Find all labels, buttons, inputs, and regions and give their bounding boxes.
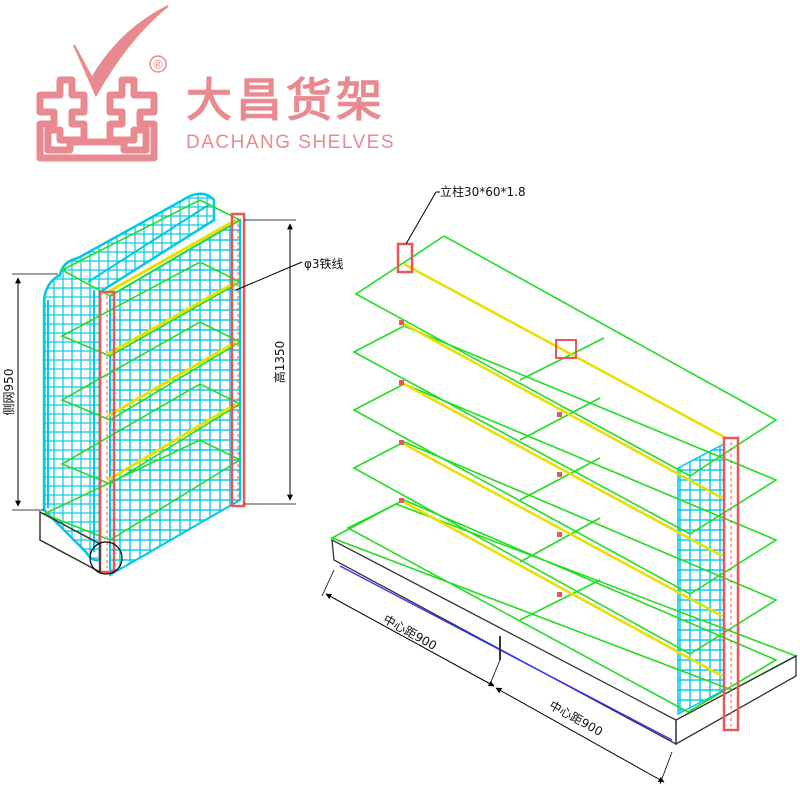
front-upright	[98, 290, 116, 574]
gondola-shelves	[346, 235, 778, 713]
column-label: 立柱30*60*1.8	[440, 184, 526, 199]
brand-name-en: DACHANG SHELVES	[186, 132, 395, 153]
logo-check-mark	[73, 5, 169, 98]
brand-name-cn: 大昌货架	[186, 73, 386, 127]
gondola-unit: 立柱30*60*1.8 中心距900 中心距900	[321, 184, 798, 785]
center-distance-label-1: 中心距900	[381, 611, 440, 653]
center-distance-line-1	[325, 593, 495, 687]
side-unit: 高1350 侧网950 φ3铁线	[2, 192, 344, 577]
wire-leader-line	[235, 261, 303, 291]
registered-circle	[149, 55, 167, 73]
side-shelves	[41, 199, 242, 541]
center-distance-line-2	[495, 687, 665, 783]
wire-label: φ3铁线	[304, 257, 344, 271]
side-panel-label: 侧网950	[2, 369, 16, 416]
logo-profile-shape	[36, 76, 158, 162]
gondola-front-upright	[722, 436, 740, 732]
brand-logo: ® 大昌货架 DACHANG SHELVES	[36, 5, 395, 162]
height-label: 高1350	[272, 341, 287, 384]
detail-circle	[89, 541, 123, 575]
registered-mark: ®	[153, 57, 163, 72]
gondola-back-upright	[396, 242, 414, 274]
gondola-base-front	[331, 538, 677, 746]
side-base	[39, 510, 101, 574]
column-leader-line	[405, 191, 437, 245]
back-upright	[230, 212, 246, 508]
middle-bracket	[555, 339, 577, 359]
base-blue-line	[339, 565, 673, 741]
